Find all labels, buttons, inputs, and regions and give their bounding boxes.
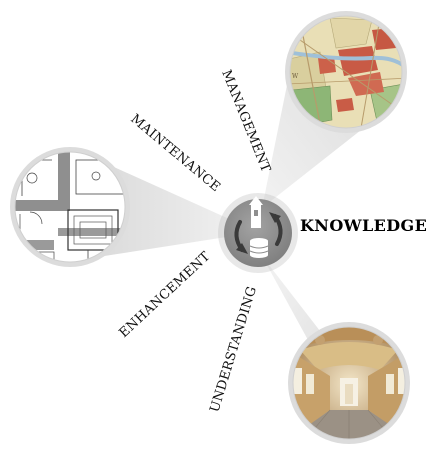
floor-plan-thumbnail bbox=[10, 147, 130, 267]
database-icon bbox=[249, 238, 269, 258]
label-knowledge: KNOWLEDGE bbox=[300, 216, 427, 235]
cycle-arrows-icon bbox=[234, 212, 283, 254]
svg-text:W: W bbox=[292, 73, 299, 80]
label-understanding: UNDERSTANDING bbox=[207, 285, 260, 415]
building-tower-icon bbox=[249, 196, 263, 228]
historic-map-thumbnail: W bbox=[285, 11, 407, 133]
central-hub bbox=[218, 193, 298, 273]
gallery-interior-thumbnail bbox=[288, 322, 410, 444]
label-enhancement: ENHANCEMENT bbox=[116, 249, 213, 341]
label-management: MANAGEMENT bbox=[218, 68, 273, 175]
